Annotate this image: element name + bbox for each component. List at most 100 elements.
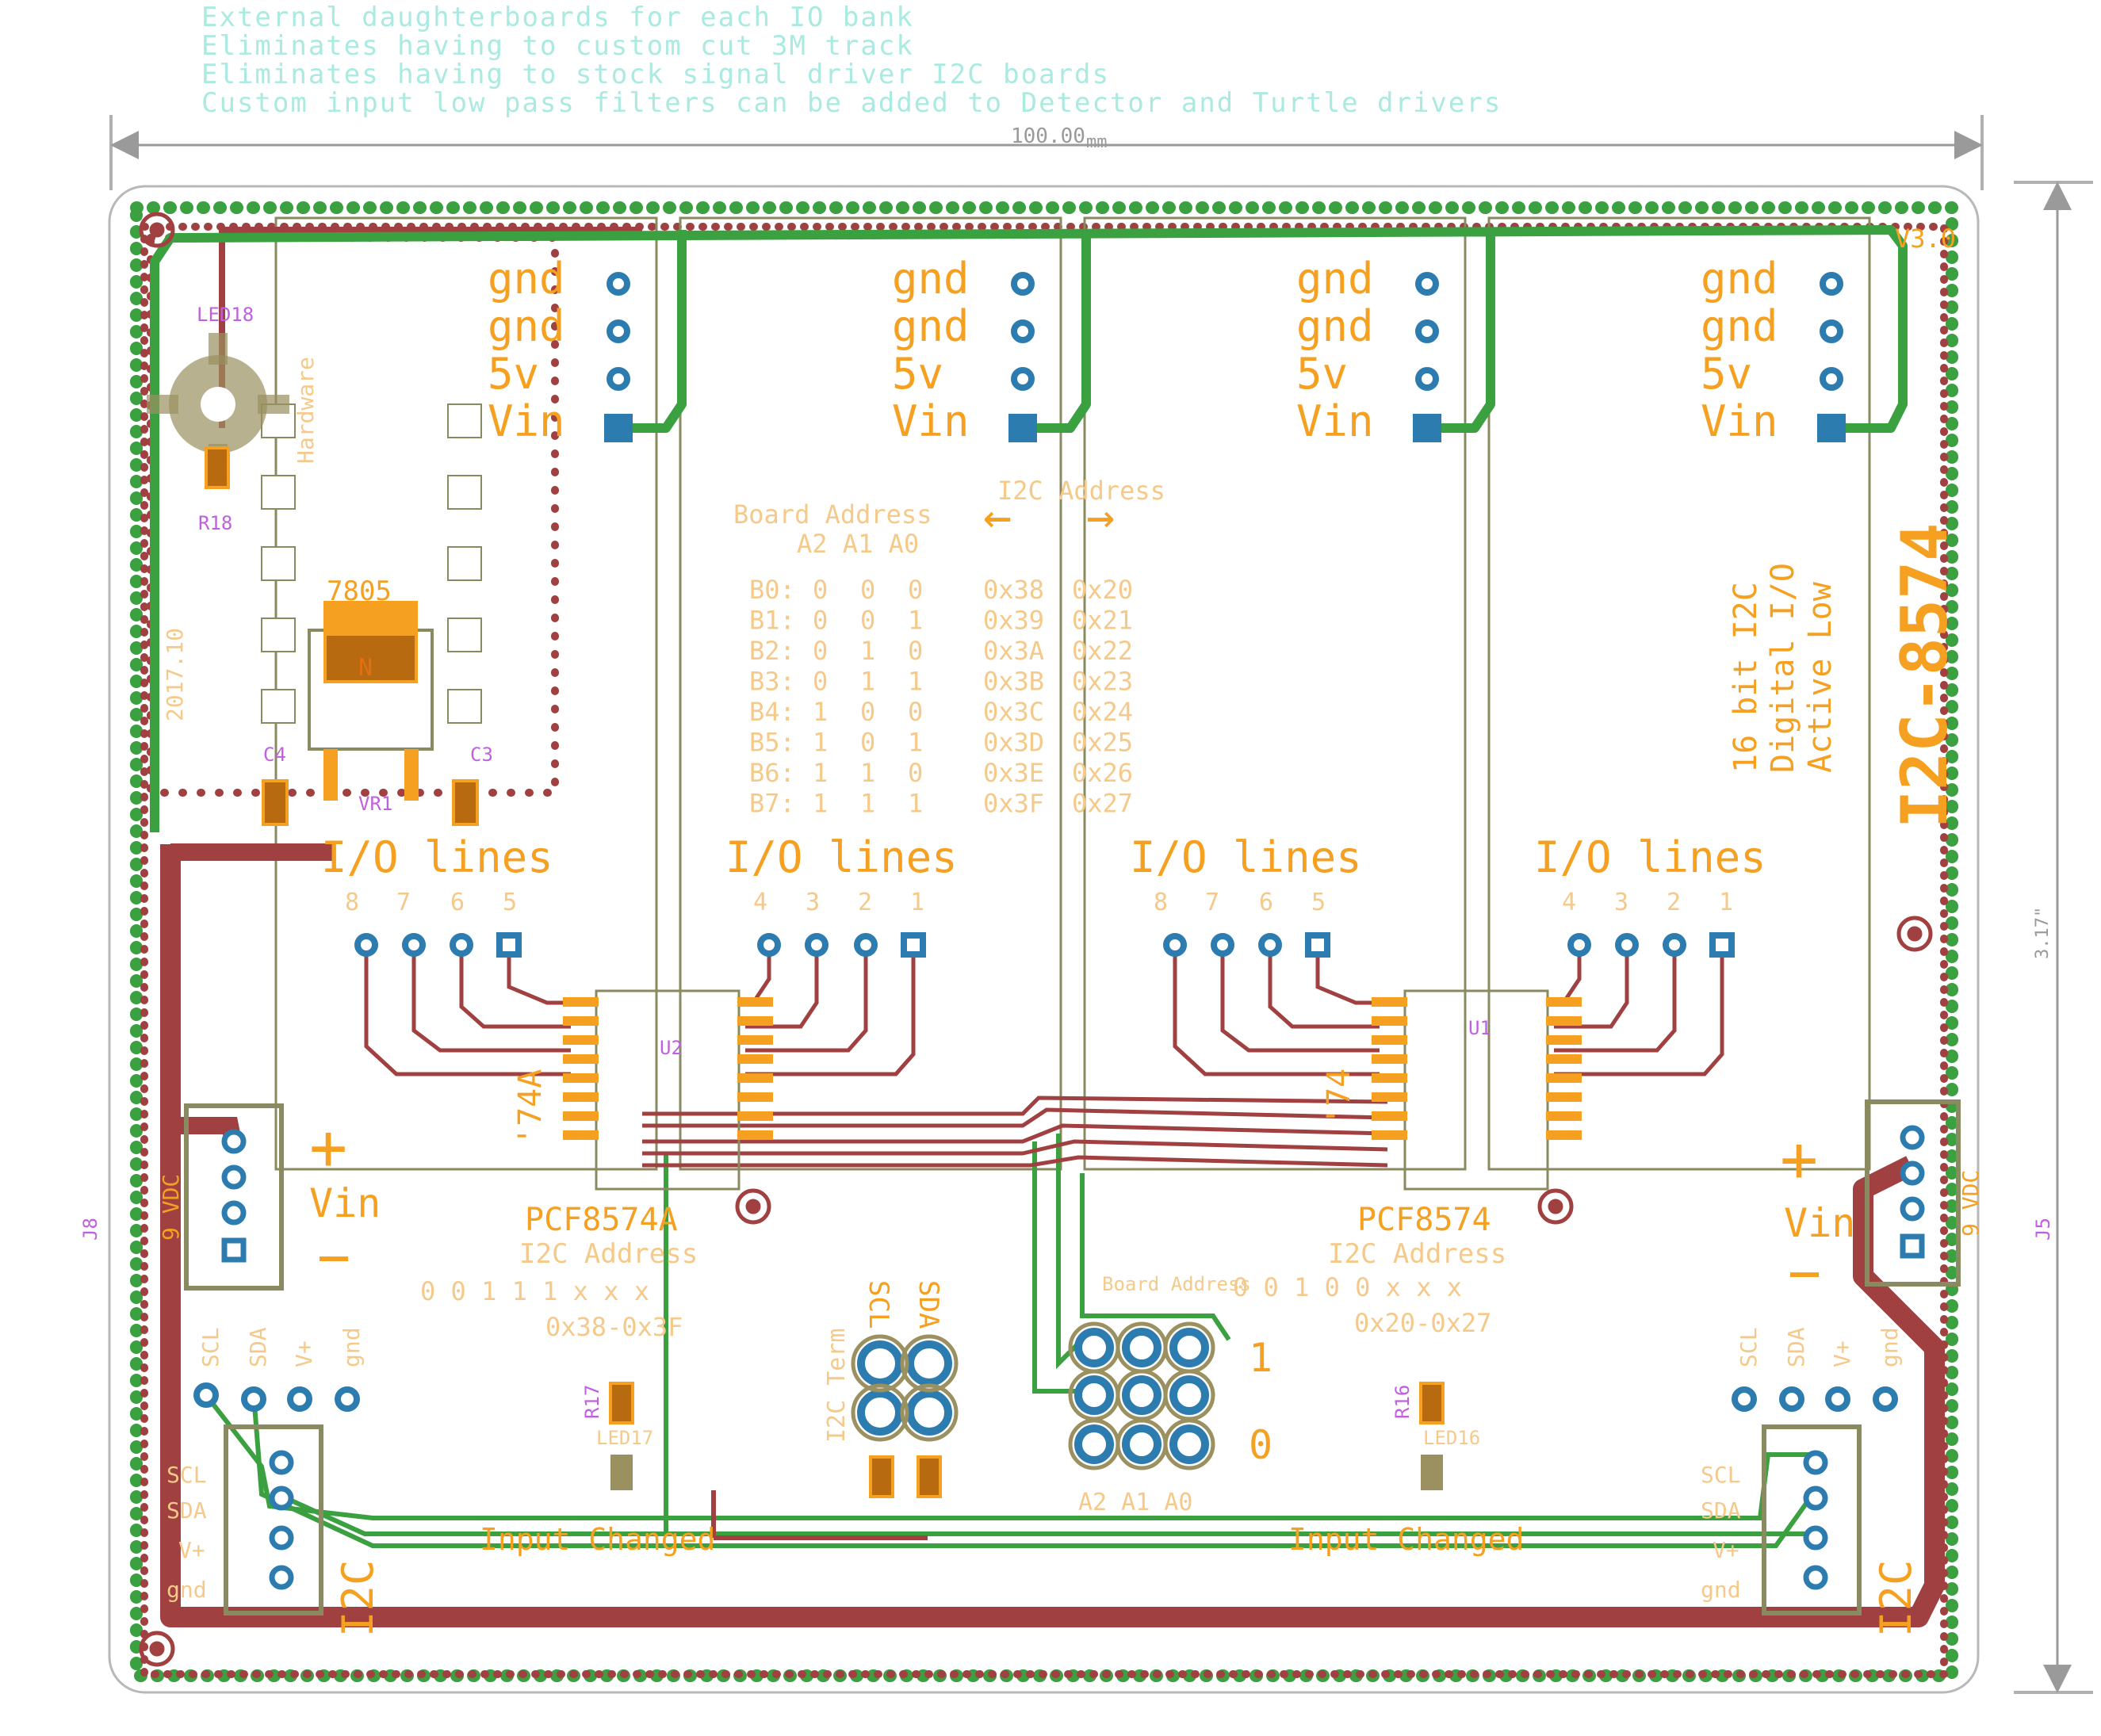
address-cell: 0 xyxy=(813,636,828,666)
power-in-right: 9 VDC xyxy=(1957,1170,1984,1237)
pin-label: 5v xyxy=(1701,349,1752,399)
width-dimension: 100.00 mm xyxy=(109,115,1984,190)
svg-text:LED16: LED16 xyxy=(1423,1427,1480,1449)
svg-text:N: N xyxy=(358,654,373,682)
address-jumpers: Board Address 1 0 A2 A1 A0 xyxy=(1068,1273,1272,1516)
address-cell: 1 xyxy=(813,697,828,727)
plus-sign-left: + xyxy=(309,1111,347,1184)
svg-text:7: 7 xyxy=(396,889,411,916)
svg-text:3: 3 xyxy=(1614,889,1628,916)
io-pads xyxy=(354,932,1735,958)
address-cell: 0x24 xyxy=(1072,697,1133,727)
address-cell: 0x21 xyxy=(1072,606,1133,636)
power-in-left: 9 VDC xyxy=(158,1174,184,1241)
svg-text:Board Address: Board Address xyxy=(1102,1273,1251,1295)
i2c-address-header: I2C Address xyxy=(997,476,1165,506)
regulator-ref: VR1 xyxy=(358,793,392,815)
input-changed-left: Input Changed xyxy=(480,1522,715,1557)
svg-text:SDA: SDA xyxy=(1701,1497,1741,1524)
pin-label: Vin xyxy=(892,396,970,446)
right-arrow-icon: → xyxy=(1086,489,1115,545)
svg-text:V+: V+ xyxy=(1713,1537,1739,1563)
i2c-bus-pads xyxy=(193,1382,1898,1412)
ic-u1 xyxy=(1372,989,1582,1191)
c3-cap xyxy=(452,779,479,826)
address-cell: 1 xyxy=(860,636,875,666)
pin-label: gnd xyxy=(892,254,970,304)
address-cell: 0 xyxy=(908,697,923,727)
address-cell: 0x38 xyxy=(983,575,1044,605)
c4-cap xyxy=(262,779,289,826)
address-table-columns: A2 A1 A0 xyxy=(797,529,919,559)
i2c-term: I2C Term SCL SDA xyxy=(823,1280,959,1498)
chip-bits-right: 0 0 1 0 0 x x x xyxy=(1233,1272,1462,1302)
svg-text:LED17: LED17 xyxy=(596,1427,653,1449)
svg-text:A2 A1 A0: A2 A1 A0 xyxy=(1078,1489,1193,1516)
vin-label-left: Vin xyxy=(309,1180,381,1226)
desc-line: Active Low xyxy=(1802,581,1839,773)
address-cell: B4: xyxy=(749,697,795,727)
ic-u2 xyxy=(563,989,773,1191)
status-leds: R17 LED17 R16 LED16 xyxy=(581,1382,1480,1490)
hardware-label: Hardware xyxy=(293,357,319,464)
j5-label: J5 xyxy=(2032,1218,2054,1241)
note-line: Eliminates having to custom cut 3M track xyxy=(201,30,914,62)
svg-text:gnd: gnd xyxy=(166,1577,207,1603)
io-traces-right xyxy=(1173,945,1724,1076)
pin-label: 5v xyxy=(892,349,943,399)
board-outline xyxy=(108,185,1980,1694)
address-cell: 0x3A xyxy=(983,636,1044,666)
svg-text:3: 3 xyxy=(806,889,820,916)
chip-bits-left: 0 0 1 1 1 x x x xyxy=(420,1276,649,1306)
address-table: Board Address A2 A1 A0 I2C Address ← → B… xyxy=(733,476,1165,819)
chip-side-right: '74 xyxy=(1321,1069,1357,1126)
svg-text:R17: R17 xyxy=(581,1385,603,1419)
address-cell: 1 xyxy=(908,789,923,819)
svg-text:V+: V+ xyxy=(1829,1340,1855,1367)
svg-text:6: 6 xyxy=(1259,889,1273,916)
svg-text:6: 6 xyxy=(450,889,465,916)
address-cell: B1: xyxy=(749,606,795,636)
note-line: Custom input low pass filters can be add… xyxy=(201,87,1502,119)
desc-line: Digital I/O xyxy=(1765,563,1801,773)
address-cell: B2: xyxy=(749,636,795,666)
address-cell: B3: xyxy=(749,667,795,697)
pin-label: Vin xyxy=(1296,396,1374,446)
address-cell: 0 xyxy=(908,575,923,605)
address-cell: 0 xyxy=(860,728,875,758)
address-cell: 0x20 xyxy=(1072,575,1133,605)
address-cell: 0x3D xyxy=(983,728,1044,758)
minus-sign-right: − xyxy=(1788,1241,1821,1306)
address-cell: 0 xyxy=(860,575,875,605)
address-cell: 0 xyxy=(860,606,875,636)
height-value: 3.17" xyxy=(2033,907,2053,959)
regulator-7805: 7805 VR1 N xyxy=(308,575,434,815)
note-line: External daughterboards for each IO bank xyxy=(201,2,914,33)
svg-text:V+: V+ xyxy=(178,1537,205,1563)
address-cell: 0 xyxy=(813,667,828,697)
address-cell: 0x27 xyxy=(1072,789,1133,819)
address-cell: 1 xyxy=(908,728,923,758)
address-cell: 0x26 xyxy=(1072,758,1133,788)
led18-label: LED18 xyxy=(197,304,254,326)
svg-text:8: 8 xyxy=(1154,889,1168,916)
address-cell: 0 xyxy=(813,606,828,636)
svg-text:SCL: SCL xyxy=(197,1327,224,1367)
description: 16 bit I2C Digital I/O Active Low xyxy=(1728,563,1839,773)
power-trace xyxy=(160,844,1945,1627)
address-cell: 0x3F xyxy=(983,789,1044,819)
svg-text:SDA: SDA xyxy=(1783,1327,1809,1367)
note-line: Eliminates having to stock signal driver… xyxy=(201,59,1110,90)
vin-label-right: Vin xyxy=(1784,1200,1855,1246)
i2c-bus-traces xyxy=(204,1134,1825,1548)
j8-label: J8 xyxy=(79,1218,101,1241)
pin-label: gnd xyxy=(1701,254,1778,304)
address-cell: 1 xyxy=(860,789,875,819)
svg-text:SCL: SCL xyxy=(863,1280,894,1329)
height-dimension: 3.17" xyxy=(2014,181,2093,1694)
mounting-holes xyxy=(139,212,1933,1667)
pin-label: 5v xyxy=(488,349,539,399)
chip-range-left: 0x38-0x3F xyxy=(545,1312,683,1342)
